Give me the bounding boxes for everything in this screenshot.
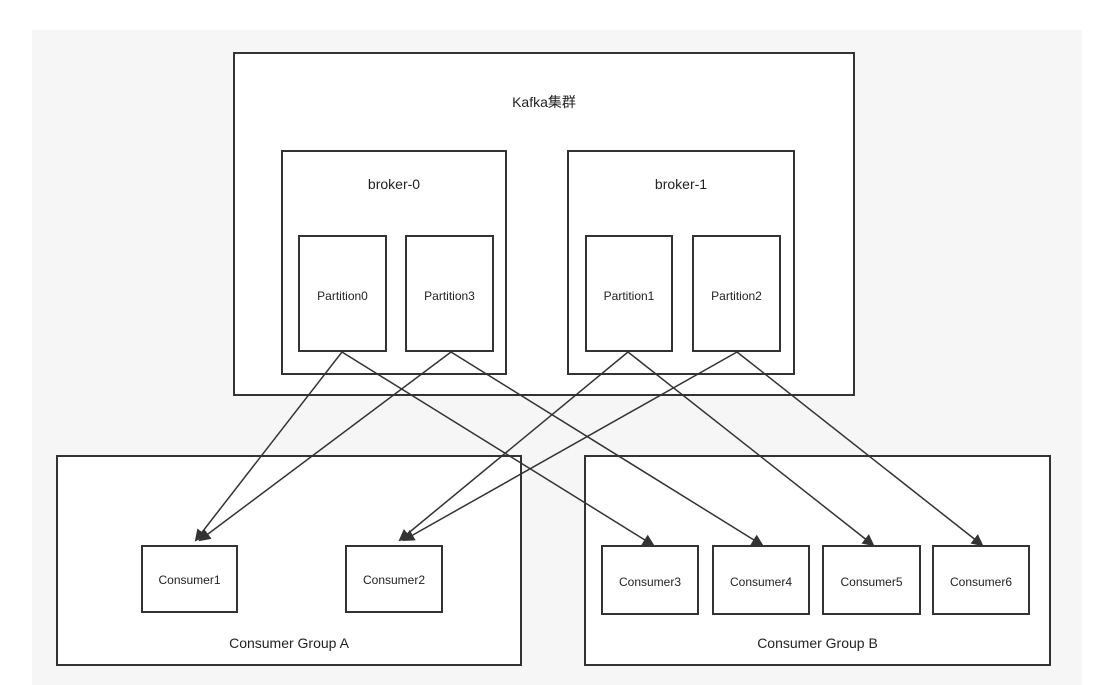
partition2-box: Partition2 — [692, 235, 781, 352]
consumer4-label: Consumer4 — [729, 575, 793, 589]
partition3-box: Partition3 — [405, 235, 494, 352]
partition2-label: Partition2 — [711, 289, 762, 303]
consumer6-box: Consumer6 — [932, 545, 1030, 615]
partition1-box: Partition1 — [585, 235, 673, 352]
consumer5-box: Consumer5 — [822, 545, 921, 615]
consumer4-box: Consumer4 — [712, 545, 810, 615]
broker-0-label: broker-0 — [367, 176, 421, 192]
partition0-label: Partition0 — [317, 289, 368, 303]
consumer3-label: Consumer3 — [618, 575, 682, 589]
broker-1-label: broker-1 — [654, 176, 708, 192]
consumer5-label: Consumer5 — [840, 575, 903, 589]
consumer2-label: Consumer2 — [362, 573, 426, 587]
partition0-box: Partition0 — [298, 235, 387, 352]
partition3-label: Partition3 — [424, 289, 475, 303]
consumer3-box: Consumer3 — [601, 545, 699, 615]
consumer-group-b-label: Consumer Group B — [757, 635, 878, 651]
consumer-group-a-label: Consumer Group A — [229, 635, 349, 651]
consumer6-label: Consumer6 — [949, 575, 1013, 589]
consumer1-box: Consumer1 — [141, 545, 238, 613]
partition1-label: Partition1 — [603, 289, 655, 303]
cluster-title: Kafka集群 — [512, 94, 576, 110]
consumer2-box: Consumer2 — [345, 545, 443, 613]
consumer-group-a-box: Consumer Group A — [56, 455, 522, 666]
consumer1-label: Consumer1 — [158, 573, 221, 587]
